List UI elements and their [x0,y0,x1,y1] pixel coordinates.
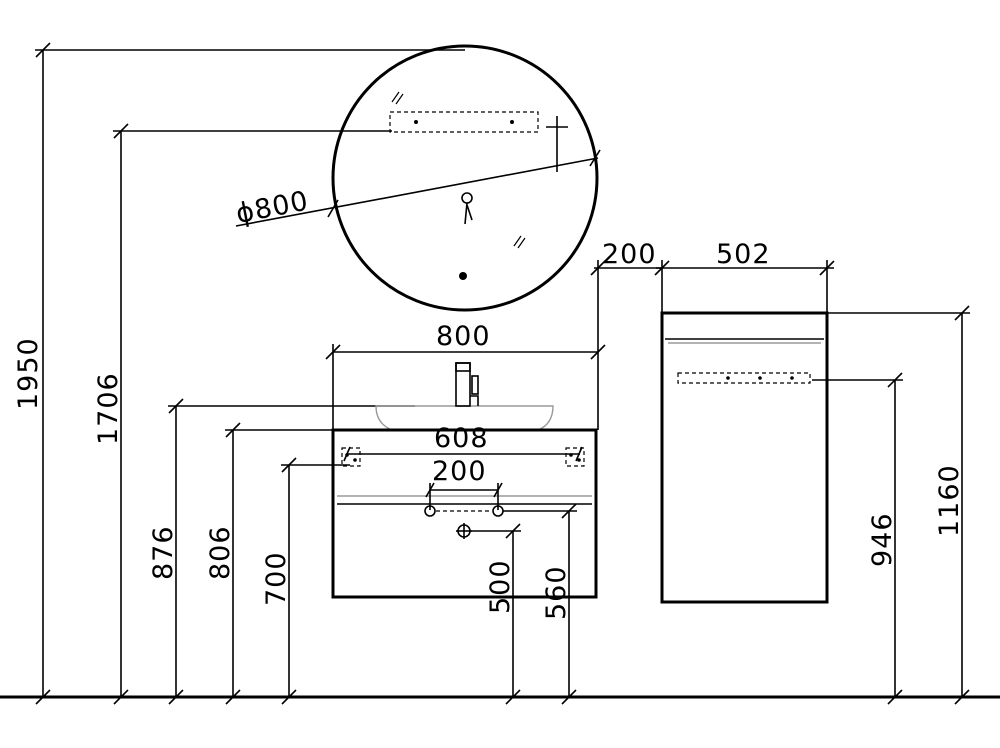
dim-line-500 [471,523,521,705]
dim-side-light-height: 946 [867,512,898,567]
dim-line-1950 [35,42,465,705]
dim-side-cabinet-width: 502 [716,239,771,270]
dim-total-height: 1950 [13,337,44,410]
dim-cabinet-top-height: 806 [205,525,236,580]
dim-pipe-height: 560 [541,565,572,620]
dim-side-cabinet-top-height: 1160 [934,464,965,537]
dim-line-560 [503,503,577,705]
dim-drain-height: 500 [485,559,516,614]
dim-line-700 [281,457,350,705]
round-mirror [235,44,601,312]
side-cabinet [660,311,829,604]
dim-cabinet-width: 800 [436,321,491,352]
dim-line-806 [225,422,335,705]
dim-mirror-light-height: 1706 [93,372,124,445]
dim-line-1160 [827,305,970,705]
dim-pipe-spacing: 200 [432,456,487,487]
dim-bracket-height: 700 [261,551,292,606]
mirror-sensor-icon [461,192,473,225]
dim-line-876 [168,398,415,705]
dim-line-800 [325,344,606,430]
mirror-point [459,272,467,280]
dim-line-946 [812,372,903,705]
vanity-cabinet [331,362,598,599]
dim-line-1706 [113,123,392,705]
dim-bracket-spacing: 608 [434,423,489,454]
dim-line-502 [656,260,835,313]
dim-basin-top-height: 876 [148,525,179,580]
dim-wall-gap: 200 [602,239,657,270]
dim-mirror-diameter: ϕ800 [233,185,311,229]
dim-line-wall-gap [590,260,670,344]
